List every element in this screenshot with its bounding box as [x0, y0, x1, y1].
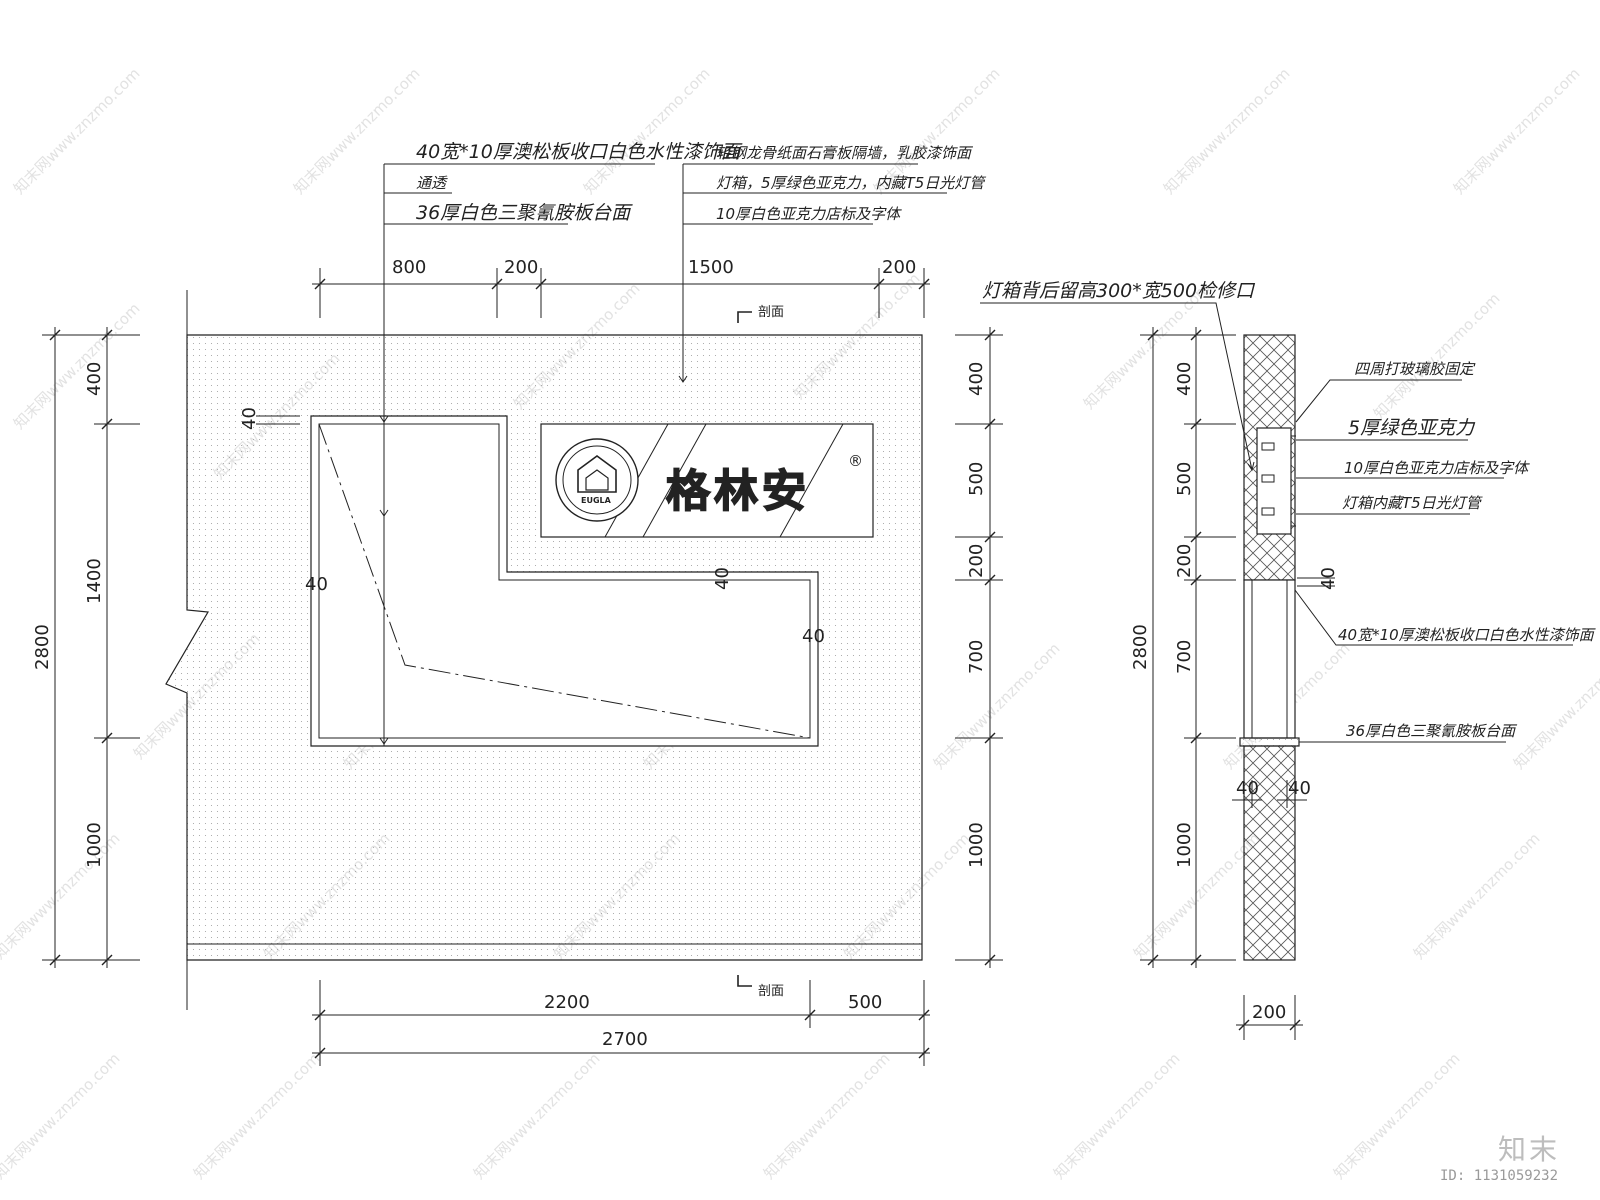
- opening-indicator: [318, 423, 811, 739]
- dim-top-200a: 200: [504, 257, 538, 278]
- dim-small-40-d: 40: [802, 626, 825, 647]
- dim-right-1000: 1000: [966, 822, 987, 868]
- section-small-40-b: 40: [1236, 778, 1259, 799]
- callout-left-3: 36厚白色三聚氰胺板台面: [416, 202, 633, 224]
- watermark: 知末网www.znzmo.com: [1330, 1049, 1463, 1182]
- elevation-view: EUGLA 格林安 ® 40宽*10厚澳松板收口白色水性漆饰面 通透 36厚白色…: [32, 141, 1003, 1066]
- section-dim-500: 500: [1174, 462, 1195, 496]
- section-view: 灯箱背后留高300*宽500检修口 四周打玻璃胶固定 5厚绿色亚克力 10厚白色…: [980, 280, 1597, 1040]
- dim-left-2800: 2800: [32, 624, 53, 670]
- section-dim-1000: 1000: [1174, 822, 1195, 868]
- dim-left-1400: 1400: [84, 558, 105, 604]
- watermark: 知末网www.znzmo.com: [10, 64, 143, 197]
- section-marker-bottom: [737, 975, 752, 987]
- dim-small-40-a: 40: [239, 407, 260, 430]
- dim-left-400: 400: [84, 362, 105, 396]
- dim-top-200b: 200: [882, 257, 916, 278]
- dimension-small: [256, 415, 819, 660]
- dim-bottom-2200: 2200: [544, 992, 590, 1013]
- dim-bottom-500: 500: [848, 992, 882, 1013]
- watermark: 知末网www.znzmo.com: [930, 639, 1063, 772]
- section-label-top: 剖面: [758, 305, 784, 320]
- watermark: 知末网www.znzmo.com: [580, 64, 713, 197]
- watermark: 知末网www.znzmo.com: [290, 64, 423, 197]
- watermark: 知末网www.znzmo.com: [1510, 639, 1600, 772]
- counter-opening: [310, 415, 819, 747]
- section-dimension-vertical: [1140, 327, 1236, 968]
- section-top-note: 灯箱背后留高300*宽500检修口: [982, 280, 1256, 302]
- section-note-4: 灯箱内藏T5日光灯管: [1342, 494, 1483, 512]
- section-dimension-width: [1236, 995, 1303, 1040]
- dim-small-40-b: 40: [305, 574, 328, 595]
- section-note-1: 四周打玻璃胶固定: [1354, 360, 1476, 378]
- section-dimension-small: [1232, 577, 1335, 808]
- brand-logo: EUGLA: [555, 438, 639, 522]
- registered-mark: ®: [848, 452, 863, 470]
- dim-right-400: 400: [966, 362, 987, 396]
- tube-lamps: [1261, 442, 1275, 516]
- callout-leaders: [379, 163, 947, 746]
- section-note-3: 10厚白色亚克力店标及字体: [1344, 459, 1530, 477]
- watermark: 知末网www.znzmo.com: [1370, 289, 1503, 422]
- section-marker-top: [737, 311, 752, 323]
- watermark: 知末网www.znzmo.com: [10, 299, 143, 432]
- dim-top-800: 800: [392, 257, 426, 278]
- callout-left-1: 40宽*10厚澳松板收口白色水性漆饰面: [416, 141, 743, 163]
- watermark: 知末网www.znzmo.com: [0, 1049, 124, 1182]
- watermark: 知末网www.znzmo.com: [0, 829, 124, 962]
- section-dim-2800: 2800: [1130, 624, 1151, 670]
- dimension-left: [42, 327, 140, 968]
- callout-left-2: 通透: [416, 174, 448, 192]
- dim-bottom-2700: 2700: [602, 1029, 648, 1050]
- dim-right-200: 200: [966, 544, 987, 578]
- watermark: 知末网www.znzmo.com: [190, 1049, 323, 1182]
- callout-right-2: 灯箱，5厚绿色亚克力，内藏T5日光灯管: [716, 174, 986, 192]
- section-countertop: [1239, 737, 1300, 747]
- dimension-right: [955, 327, 1003, 968]
- id-label: ID: 1131059232: [1440, 1168, 1559, 1184]
- section-dim-width-200: 200: [1252, 1002, 1286, 1023]
- logo-text: 格林安: [666, 466, 810, 517]
- section-dim-200: 200: [1174, 544, 1195, 578]
- watermark: 知末网www.znzmo.com: [1160, 64, 1293, 197]
- dim-right-500: 500: [966, 462, 987, 496]
- watermark: 知末网www.znzmo.com: [1050, 1049, 1183, 1182]
- watermark: 知末网www.znzmo.com: [760, 1049, 893, 1182]
- dim-small-40-c: 40: [712, 567, 733, 590]
- section-small-40-c: 40: [1288, 778, 1311, 799]
- section-note-6: 36厚白色三聚氰胺板台面: [1346, 722, 1518, 740]
- watermark: 知末网www.znzmo.com: [470, 1049, 603, 1182]
- dim-right-700: 700: [966, 640, 987, 674]
- callout-right-1: 轻钢龙骨纸面石膏板隔墙，乳胶漆饰面: [716, 144, 974, 162]
- section-note-5: 40宽*10厚澳松板收口白色水性漆饰面: [1338, 626, 1597, 644]
- dimension-bottom: [312, 980, 930, 1066]
- logo-subtext: EUGLA: [581, 496, 612, 505]
- section-small-40-a: 40: [1318, 567, 1339, 590]
- section-note-leaders: [1294, 379, 1573, 743]
- callout-right-3: 10厚白色亚克力店标及字体: [716, 205, 902, 223]
- section-label-bottom: 剖面: [758, 984, 784, 999]
- dimension-top: [312, 268, 930, 318]
- watermark: 知末网www.znzmo.com: [1450, 64, 1583, 197]
- dim-top-1500: 1500: [688, 257, 734, 278]
- watermark: 知末网www.znzmo.com: [1410, 829, 1543, 962]
- section-note-2: 5厚绿色亚克力: [1348, 417, 1476, 439]
- brand-mark: 知末: [1498, 1133, 1561, 1166]
- section-dim-700: 700: [1174, 640, 1195, 674]
- dim-left-1000: 1000: [84, 822, 105, 868]
- section-dim-400: 400: [1174, 362, 1195, 396]
